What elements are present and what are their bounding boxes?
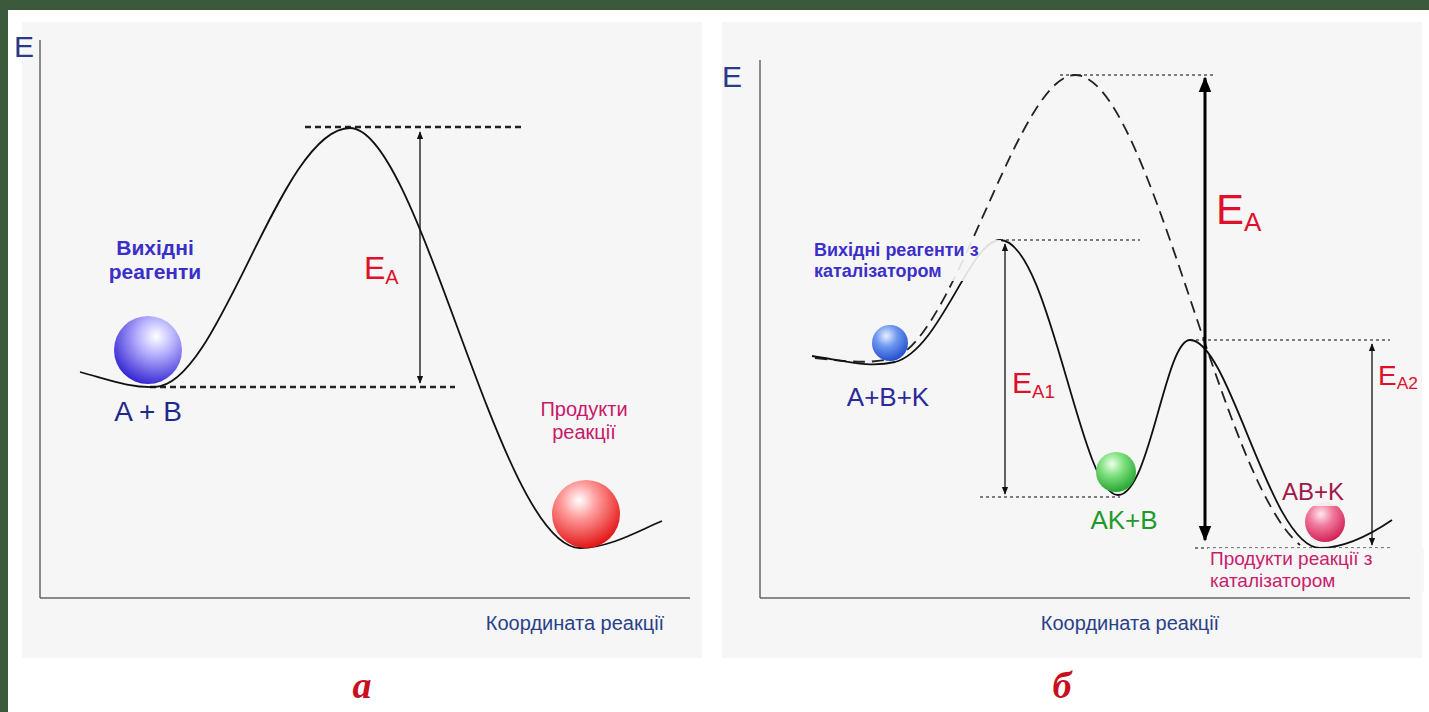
products-label: Продукти реакції xyxy=(524,398,644,444)
panel-letter: а xyxy=(353,664,372,708)
axis-title: Координата реакції xyxy=(1041,612,1219,635)
products-formula: AB+K xyxy=(1280,478,1346,506)
panel-letter: б xyxy=(1053,664,1072,708)
activation-energy-label: EA1 xyxy=(1012,366,1055,401)
reagents-label: Вихідні реагенти з каталізатором xyxy=(812,240,1001,281)
panel-b xyxy=(760,60,1410,598)
reagents-label: Вихідні реагенти xyxy=(95,236,215,284)
activation-energy-label: EA2 xyxy=(1378,360,1418,392)
activation-energy-label: EA xyxy=(1216,186,1261,234)
axis-title: Координата реакції xyxy=(486,612,664,635)
axis-label: E xyxy=(722,60,742,95)
reagents-formula: A+B+K xyxy=(847,383,929,413)
panel-a xyxy=(40,40,690,598)
activation-energy-label: EA xyxy=(364,250,399,287)
products-label: Продукти реакції з каталізатором xyxy=(1208,548,1424,592)
panel-a-ground xyxy=(22,22,702,658)
page-ground xyxy=(8,10,1429,712)
reagents-formula: A + B xyxy=(114,396,182,428)
intermediate-formula: AK+B xyxy=(1090,506,1157,536)
axis-label: E xyxy=(14,30,34,65)
